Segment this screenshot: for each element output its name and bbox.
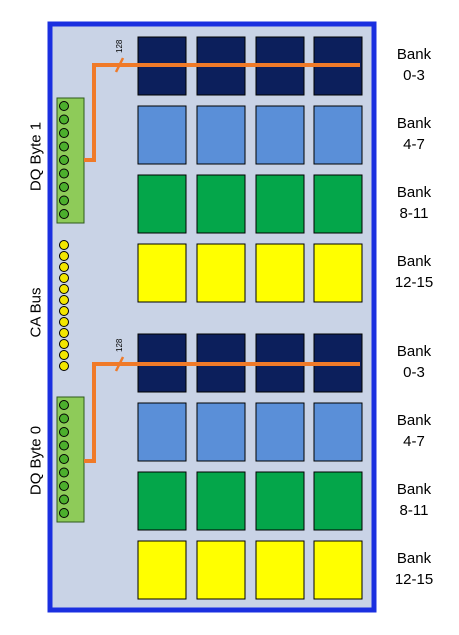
bank-label: Bank 12-15 [384, 548, 444, 590]
bank-cell [196, 174, 246, 234]
bank-label-word: Bank [396, 253, 432, 270]
bus-width-slash [114, 356, 125, 372]
dq-pin [59, 400, 69, 410]
dq-pin [59, 168, 69, 179]
dq-pin [59, 467, 69, 478]
bank-label-word: Bank [396, 412, 432, 429]
dq-pin [59, 195, 69, 206]
ca-pin [59, 240, 69, 250]
ca-pin [59, 273, 69, 283]
bank-label: Bank 8-11 [384, 479, 444, 521]
dq-pin [59, 494, 69, 505]
bank-cell [137, 243, 187, 303]
bank-label-range: 4-7 [403, 136, 425, 153]
bus-wire [84, 362, 360, 463]
bus-wires: 128 128 [84, 39, 360, 463]
dq-byte-0-label: DQ Byte 0 [27, 425, 45, 496]
bank-cell [137, 402, 187, 462]
dq-pin [59, 440, 69, 451]
dq-pin [59, 114, 69, 125]
dq-pin [59, 427, 69, 437]
bus-width-label: 128 [115, 338, 124, 352]
ca-pin [59, 361, 69, 371]
dq-pin [59, 209, 69, 219]
dq-pin [59, 155, 69, 165]
bank-label-range: 12-15 [394, 274, 434, 291]
ca-pin [59, 262, 69, 272]
bank-label: Bank 4-7 [384, 410, 444, 452]
bank-label-word: Bank [396, 115, 432, 132]
bank-label-range: 12-15 [394, 571, 434, 588]
bank-label-word: Bank [396, 481, 432, 498]
bank-label-word: Bank [396, 343, 432, 360]
dq-pin [59, 508, 69, 518]
ca-pin [59, 251, 69, 261]
ca-pin [59, 284, 69, 294]
bank-cell [137, 540, 187, 600]
bank-cell [313, 243, 363, 303]
bank-label-range: 0-3 [403, 364, 425, 381]
bus-width-label: 128 [115, 39, 124, 53]
ca-pin [59, 295, 69, 305]
bank-label-word: Bank [396, 46, 432, 63]
bank-label: Bank 0-3 [384, 341, 444, 383]
dq-pin [59, 413, 69, 424]
ca-bus-label: CA Bus [27, 287, 45, 338]
bank-cell [313, 402, 363, 462]
bus-width-slash [114, 57, 125, 73]
bank-cell [137, 471, 187, 531]
bank-label: Bank 12-15 [384, 251, 444, 293]
bank-cell [196, 540, 246, 600]
bank-label-range: 4-7 [403, 433, 425, 450]
bank-label: Bank 0-3 [384, 44, 444, 86]
dq-pin [59, 141, 69, 152]
bank-cell [313, 540, 363, 600]
bank-cell [196, 471, 246, 531]
bank-cell [313, 105, 363, 165]
bank-label-range: 8-11 [399, 205, 429, 222]
bank-cell [313, 471, 363, 531]
bank-label: Bank 4-7 [384, 113, 444, 155]
dq-pin [59, 128, 69, 138]
dq-byte-1-label: DQ Byte 1 [27, 121, 45, 192]
bank-cell [255, 174, 305, 234]
bank-cell [255, 471, 305, 531]
ca-pin [59, 317, 69, 327]
bank-cell [255, 540, 305, 600]
dq-pin [59, 182, 69, 192]
ca-pin [59, 339, 69, 349]
bank-cell [196, 105, 246, 165]
ca-pin [59, 306, 69, 316]
dq-pin [59, 454, 69, 464]
bank-cell [313, 174, 363, 234]
bank-cell [196, 402, 246, 462]
dq-pin [59, 101, 69, 111]
bus-wire [84, 63, 360, 162]
bank-cell [196, 243, 246, 303]
ca-pin [59, 350, 69, 360]
bank-label-word: Bank [396, 184, 432, 201]
bank-label: Bank 8-11 [384, 182, 444, 224]
dq-pin [59, 481, 69, 491]
bank-cell [137, 174, 187, 234]
bank-label-word: Bank [396, 550, 432, 567]
bank-cell [137, 105, 187, 165]
bank-label-range: 0-3 [403, 67, 425, 84]
bank-cell [255, 243, 305, 303]
ca-pin [59, 328, 69, 338]
bank-cell [255, 402, 305, 462]
bank-cell [255, 105, 305, 165]
bank-label-range: 8-11 [399, 502, 429, 519]
